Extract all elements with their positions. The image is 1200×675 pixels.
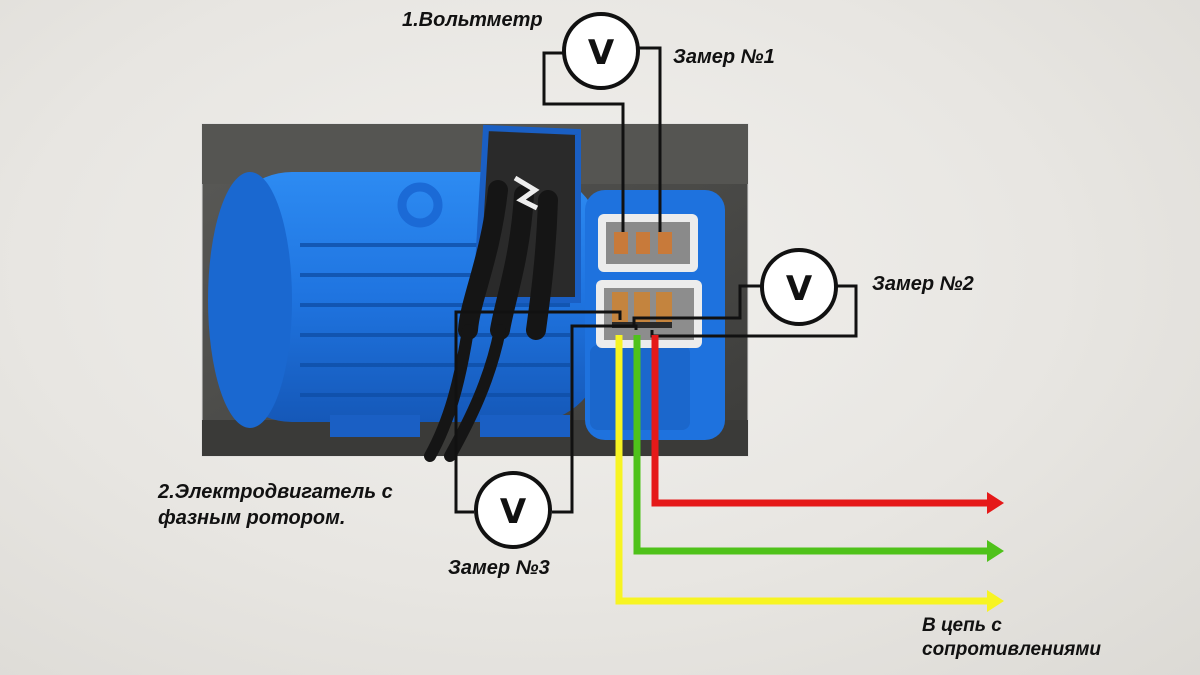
lifting-eye	[397, 182, 443, 228]
voltmeter-symbol: V	[786, 269, 813, 309]
motor-photo	[201, 123, 749, 462]
circuit-label-line1: В цепь с	[922, 615, 1002, 636]
phase-b-green-wire	[633, 335, 988, 555]
motor-label-line2: фазным ротором.	[158, 507, 346, 529]
yellow-arrowhead	[987, 590, 1004, 612]
phase-wires	[615, 335, 988, 605]
green-arrowhead	[987, 540, 1004, 562]
measure-1-label: Замер №1	[673, 46, 775, 68]
motor-label-line1: 2.Электродвигатель с	[158, 481, 393, 503]
voltmeter-3: V	[474, 471, 552, 549]
phase-c-red-wire	[651, 335, 988, 507]
circuit-label-line2: сопротивлениями	[922, 639, 1102, 660]
red-arrowhead	[987, 492, 1004, 514]
measure-3-label: Замер №3	[448, 557, 550, 579]
voltmeter-symbol: V	[588, 33, 615, 73]
voltmeter-1: V	[562, 12, 640, 90]
measure-2-label: Замер №2	[872, 273, 974, 295]
voltmeter-2: V	[760, 248, 838, 326]
phase-arrowheads	[987, 492, 1004, 612]
phase-a-yellow-wire	[615, 335, 988, 605]
measurement-wires	[454, 46, 858, 514]
voltmeter-symbol: V	[500, 492, 527, 532]
voltmeter-label: 1.Вольтметр	[402, 9, 543, 31]
